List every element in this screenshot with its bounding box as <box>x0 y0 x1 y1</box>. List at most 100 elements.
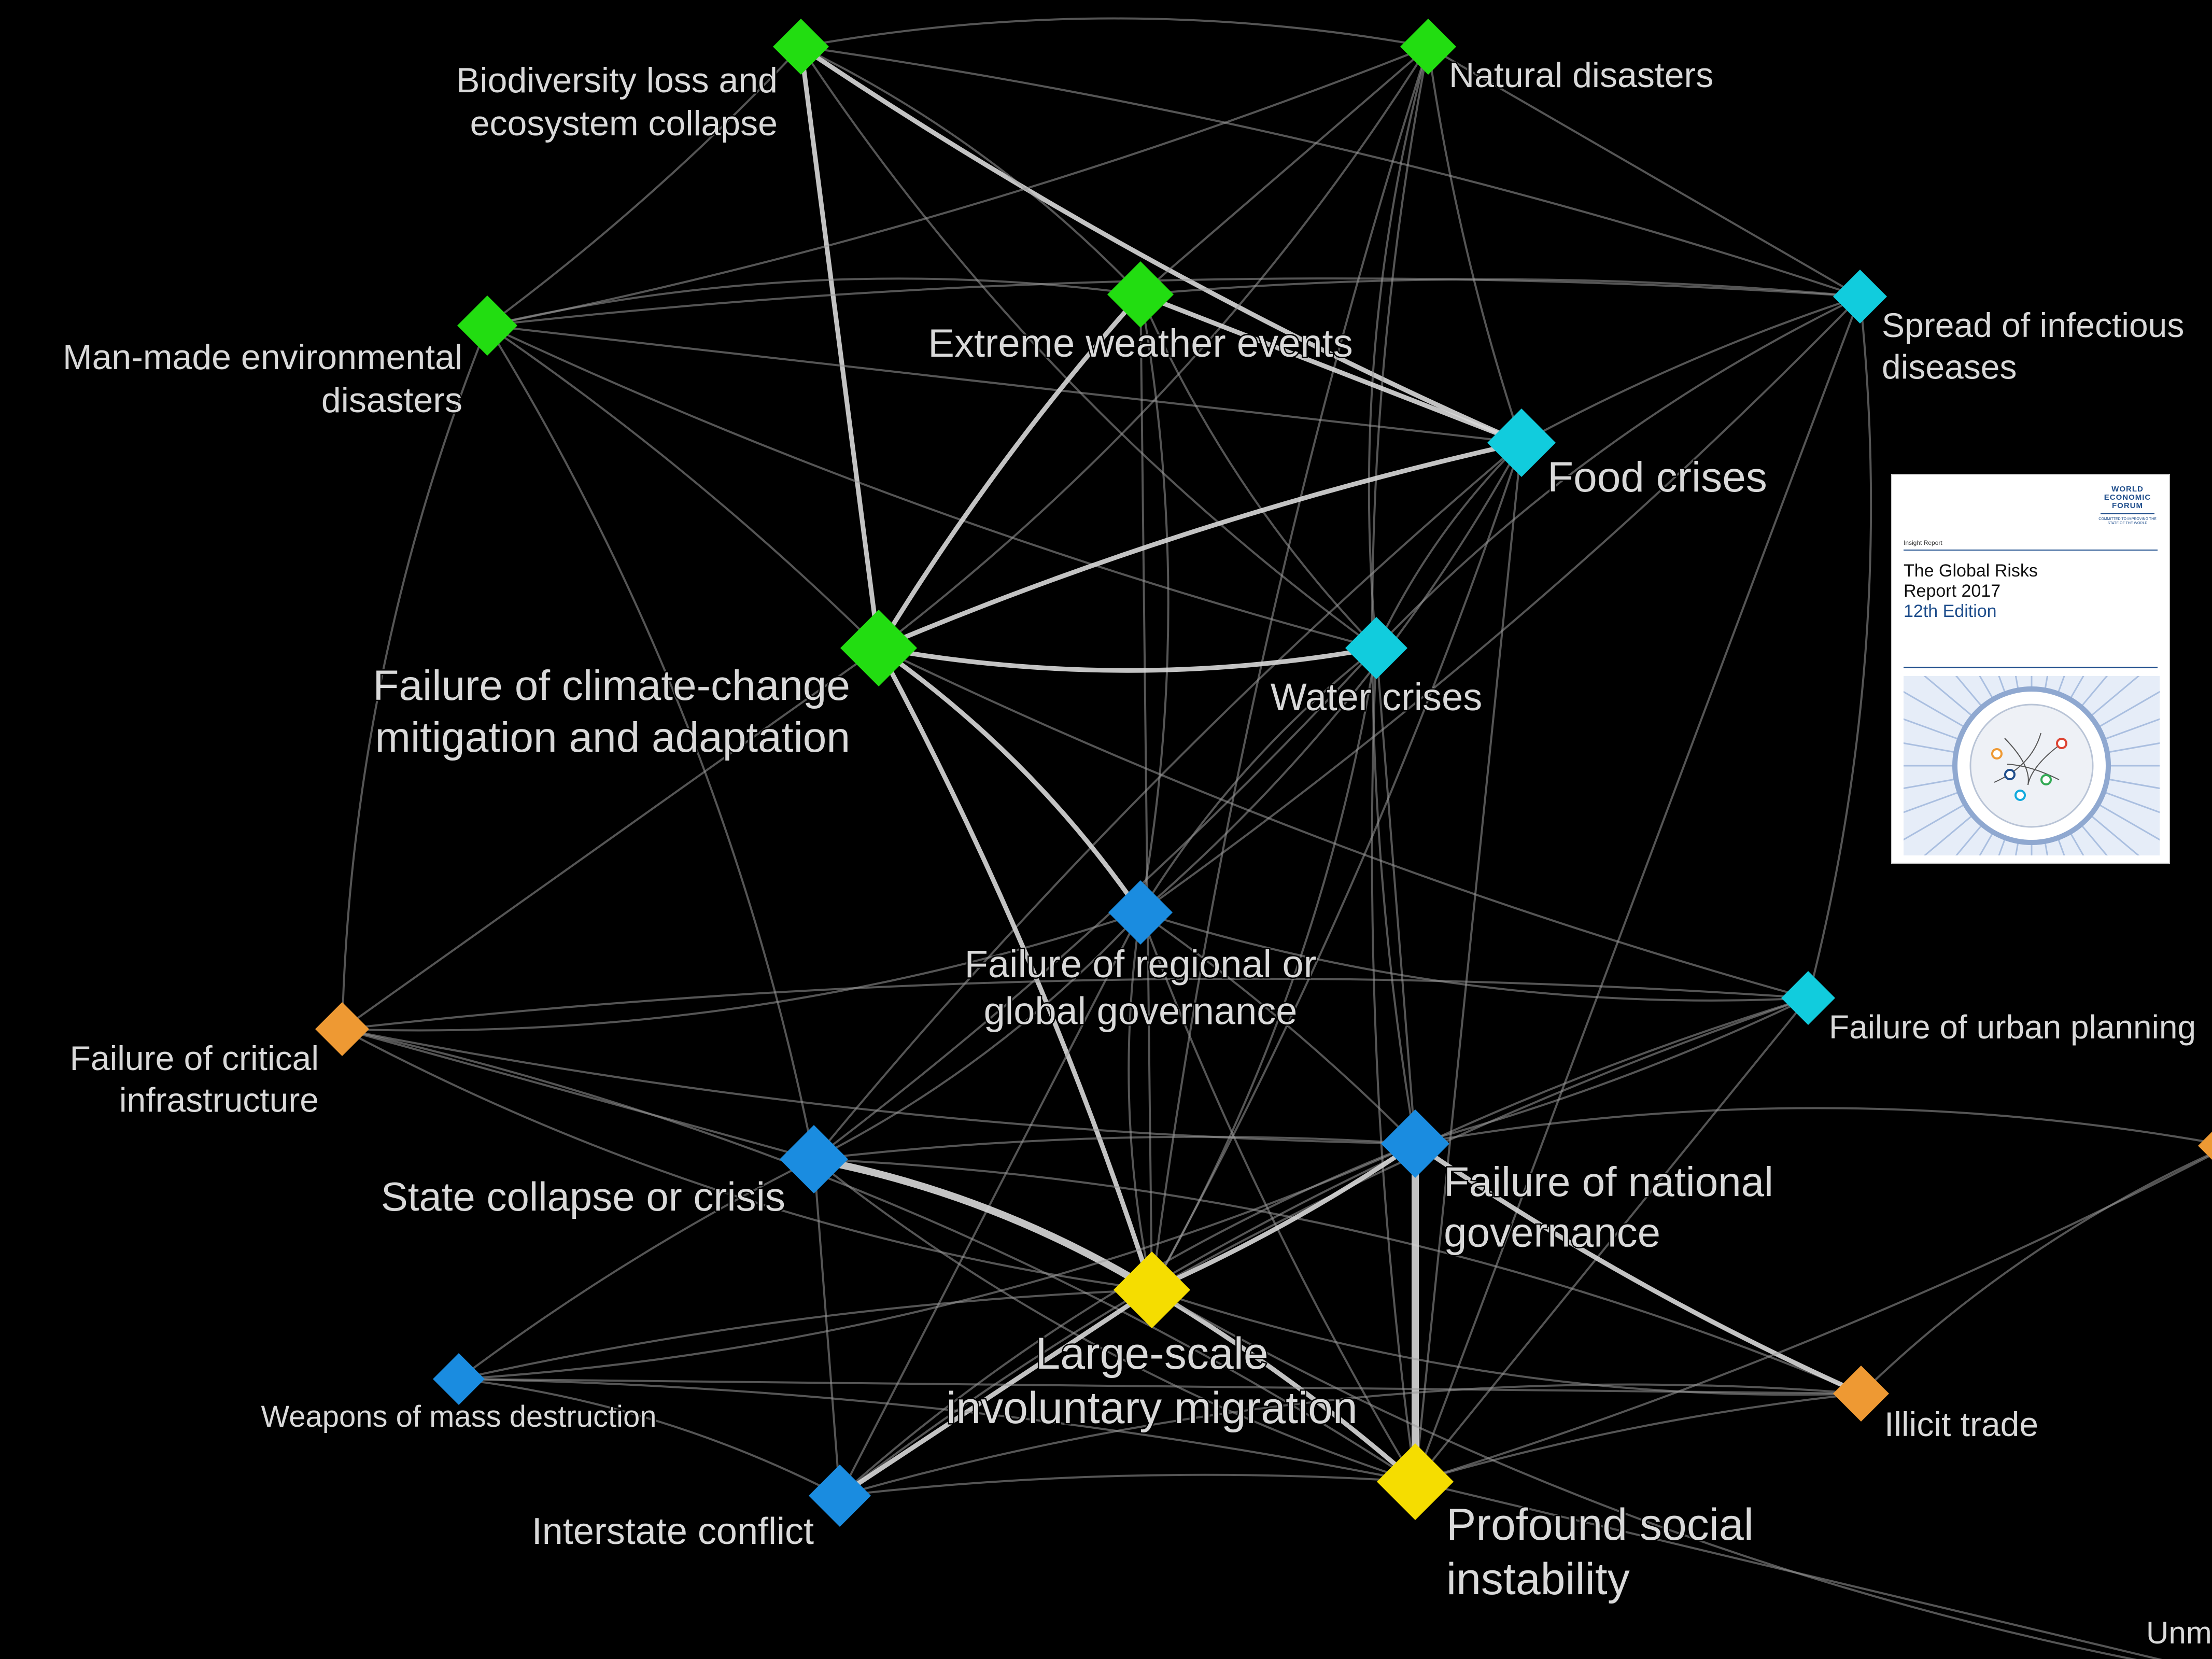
cover-edition: 12th Edition <box>1904 601 1997 621</box>
node-social-marker[interactable] <box>1377 1443 1454 1520</box>
node-food-label-line-1: Food crises <box>1547 454 1767 501</box>
node-edge-right-marker[interactable] <box>2198 1115 2212 1177</box>
node-infectious-marker[interactable] <box>1833 270 1887 324</box>
node-climate-label-line-2: mitigation and adaptation <box>375 714 850 761</box>
edge-wmd-illicit <box>458 1378 1862 1395</box>
edge-food-regional <box>1139 442 1523 913</box>
node-climate-marker[interactable] <box>840 610 917 686</box>
edge-regional-interstate <box>839 911 1142 1497</box>
cover-series-label: Insight Report <box>1904 539 1942 546</box>
edge-state-social <box>813 1158 1416 1483</box>
node-social-label-line-1: Profound social <box>1446 1500 1754 1550</box>
node-illicit-label: Illicit trade <box>1884 1405 2038 1443</box>
edge-national-edge-right <box>1414 1107 2212 1145</box>
node-extreme-label-line-1: Extreme weather events <box>928 321 1353 365</box>
edge-biodiversity-extreme <box>800 46 1142 296</box>
edge-national-migration <box>1149 1141 1418 1292</box>
node-illicit-label-line-1: Illicit trade <box>1884 1405 2038 1443</box>
edge-extreme-regional <box>1139 293 1170 913</box>
node-infrastructure-label-line-1: Failure of critical <box>70 1039 319 1077</box>
edge-food-state <box>813 442 1523 1160</box>
node-regional-marker[interactable] <box>1108 880 1173 945</box>
node-interstate-marker[interactable] <box>809 1465 871 1527</box>
node-water-marker[interactable] <box>1345 617 1407 679</box>
edge-migration-unemployment <box>1151 1289 2137 1659</box>
edge-extreme-climate <box>876 292 1143 651</box>
node-urban-marker[interactable] <box>1781 971 1835 1025</box>
edge-regional-migration <box>1128 911 1153 1291</box>
node-food-marker[interactable] <box>1487 409 1556 477</box>
report-cover-thumbnail[interactable]: WORLD ECONOMIC FORUM COMMITTED TO IMPROV… <box>1891 474 2170 864</box>
edge-food-social <box>1414 442 1523 1483</box>
node-water-label: Water crises <box>1271 676 1482 719</box>
edge-regional-urban <box>1139 911 1809 1002</box>
cover-globe-link <box>1994 733 2041 783</box>
node-state-label: State collapse or crisis <box>381 1174 785 1219</box>
edge-state-migration <box>810 1156 1156 1294</box>
node-national-marker[interactable] <box>1381 1109 1449 1178</box>
edge-natural-national <box>1371 46 1429 1145</box>
node-infrastructure-marker[interactable] <box>315 1002 369 1056</box>
edge-infectious-urban <box>1807 296 1872 999</box>
node-manmade-label-line-1: Man-made environmental <box>63 338 462 377</box>
node-food-label: Food crises <box>1547 454 1767 501</box>
edge-state-illicit <box>813 1158 1862 1395</box>
edge-migration-wmd <box>458 1289 1153 1380</box>
node-biodiversity-marker[interactable] <box>773 19 829 75</box>
edge-illicit-social <box>1414 1393 1862 1483</box>
node-manmade-label-line-2: disasters <box>321 381 462 420</box>
edge-water-regional <box>1139 647 1377 913</box>
edge-interstate-social <box>839 1473 1416 1497</box>
node-state-marker[interactable] <box>780 1125 848 1193</box>
edge-urban-interstate <box>839 997 1809 1497</box>
edge-urban-migration <box>1151 997 1809 1291</box>
node-urban-label: Failure of urban planning <box>1829 1008 2196 1046</box>
edge-illicit-interstate <box>839 1383 1862 1497</box>
node-illicit-marker[interactable] <box>1833 1366 1889 1422</box>
edge-infectious-regional <box>1139 296 1861 913</box>
node-natural-label: Natural disasters <box>1449 55 1713 95</box>
edge-biodiversity-climate <box>798 44 881 651</box>
edge-infrastructure-urban <box>341 977 1809 1030</box>
node-wmd-label: Weapons of mass destruction <box>261 1400 657 1433</box>
cover-globe-dot <box>2004 769 2016 780</box>
node-water-label-line-1: Water crises <box>1271 676 1482 719</box>
edge-wmd-interstate <box>458 1378 841 1497</box>
node-manmade-marker[interactable] <box>457 296 517 356</box>
edge-state-national <box>813 1135 1416 1160</box>
edge-biodiversity-natural <box>800 17 1429 48</box>
node-migration-marker[interactable] <box>1114 1252 1190 1328</box>
edge-infectious-water <box>1375 296 1861 649</box>
edge-extreme-migration <box>1139 293 1153 1291</box>
edge-wmd-social <box>458 1378 1416 1483</box>
node-extreme-marker[interactable] <box>1107 261 1174 328</box>
edge-manmade-infectious <box>486 277 1861 327</box>
node-wmd-label-line-1: Weapons of mass destruction <box>261 1400 657 1433</box>
node-regional-label-line-1: Failure of regional or <box>965 943 1317 986</box>
edge-manmade-climate <box>486 325 880 649</box>
node-wmd-marker[interactable] <box>433 1353 485 1405</box>
edge-climate-water <box>876 645 1379 673</box>
node-natural-label-line-1: Natural disasters <box>1449 55 1713 95</box>
cover-globe <box>1969 704 2094 828</box>
edge-manmade-water <box>486 325 1377 649</box>
cover-globe-dot <box>1991 748 2003 760</box>
node-natural-marker[interactable] <box>1400 19 1456 75</box>
edge-climate-migration <box>876 645 1154 1292</box>
edge-regional-state <box>813 911 1142 1160</box>
edge-extreme-food <box>1138 292 1524 445</box>
edge-infrastructure-state <box>341 1028 815 1160</box>
edge-biodiversity-infectious <box>800 46 1861 298</box>
edge-natural-food <box>1427 46 1523 444</box>
node-biodiversity-label-line-1: Biodiversity loss and <box>456 61 778 100</box>
node-national-label-line-1: Failure of national <box>1444 1159 1773 1205</box>
node-migration-label-line-2: involuntary migration <box>946 1383 1357 1433</box>
edge-regional-social <box>1139 911 1416 1483</box>
node-urban-label-line-1: Failure of urban planning <box>1829 1008 2196 1046</box>
edge-manmade-food <box>486 325 1523 444</box>
cover-title-line-1: The Global Risks <box>1904 561 2038 581</box>
edge-infectious-food <box>1520 296 1861 444</box>
cover-globe-dot <box>2040 774 2052 785</box>
